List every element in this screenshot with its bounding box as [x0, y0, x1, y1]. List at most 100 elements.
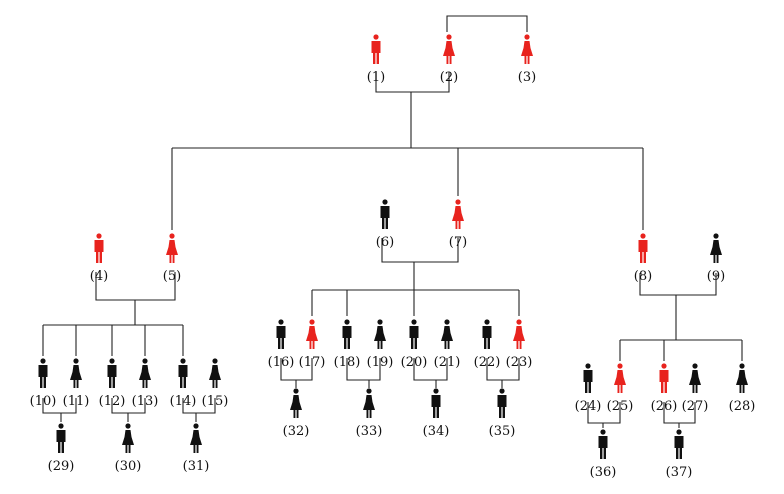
individual-17: (17) — [299, 319, 325, 370]
individual-25: (25) — [607, 363, 633, 414]
individual-30: (30) — [115, 423, 142, 474]
individual-12: (12) — [99, 358, 125, 409]
individual-37: (37) — [666, 429, 693, 480]
male-icon — [497, 388, 507, 418]
male-icon — [371, 34, 381, 64]
male-icon — [598, 429, 608, 459]
individual-8: (8) — [634, 233, 652, 284]
individual-label: (9) — [707, 269, 725, 284]
individual-label: (20) — [401, 355, 428, 370]
individual-2: (2) — [440, 34, 458, 85]
individual-label: (4) — [90, 269, 108, 284]
individual-label: (1) — [367, 70, 385, 85]
individual-label: (16) — [268, 355, 295, 370]
individual-28: (28) — [729, 363, 756, 414]
male-icon — [583, 363, 593, 393]
individual-label: (35) — [489, 424, 516, 439]
individual-15: (15) — [202, 358, 229, 409]
individual-label: (33) — [356, 424, 383, 439]
individual-label: (15) — [202, 394, 229, 409]
individual-label: (32) — [283, 424, 310, 439]
male-icon — [431, 388, 441, 418]
individual-label: (2) — [440, 70, 458, 85]
individual-21: (21) — [434, 319, 461, 370]
individual-18: (18) — [334, 319, 361, 370]
male-icon — [659, 363, 669, 393]
female-icon — [443, 34, 455, 64]
male-icon — [482, 319, 492, 349]
individual-6: (6) — [376, 199, 394, 250]
individual-label: (26) — [651, 399, 678, 414]
individual-label: (36) — [590, 465, 617, 480]
female-icon — [70, 358, 82, 388]
individual-11: (11) — [63, 358, 90, 409]
female-icon — [689, 363, 701, 393]
individual-14: (14) — [170, 358, 197, 409]
individual-label: (31) — [183, 459, 210, 474]
individual-35: (35) — [489, 388, 516, 439]
individual-3: (3) — [518, 34, 536, 85]
female-icon — [363, 388, 375, 418]
female-icon — [122, 423, 134, 453]
female-icon — [441, 319, 453, 349]
individual-label: (29) — [48, 459, 75, 474]
individual-label: (14) — [170, 394, 197, 409]
relationship-line — [413, 358, 448, 381]
relationship-line — [182, 398, 216, 414]
female-icon — [736, 363, 748, 393]
female-icon — [209, 358, 221, 388]
female-icon — [166, 233, 178, 263]
female-icon — [139, 358, 151, 388]
relationship-line — [346, 358, 381, 381]
individual-31: (31) — [183, 423, 210, 474]
individual-label: (24) — [575, 399, 602, 414]
female-icon — [306, 319, 318, 349]
individual-36: (36) — [590, 429, 617, 480]
male-icon — [342, 319, 352, 349]
male-icon — [276, 319, 286, 349]
individual-1: (1) — [367, 34, 385, 85]
male-icon — [38, 358, 48, 388]
individual-26: (26) — [651, 363, 678, 414]
individual-22: (22) — [474, 319, 501, 370]
female-icon — [513, 319, 525, 349]
individual-label: (6) — [376, 235, 394, 250]
individual-34: (34) — [423, 388, 449, 439]
individual-23: (23) — [506, 319, 533, 370]
individual-5: (5) — [163, 233, 181, 284]
female-icon — [190, 423, 202, 453]
relationship-line — [381, 238, 459, 263]
pedigree-individuals: (1)(2)(3)(4)(5)(6)(7)(8)(9)(10)(11)(12)(… — [30, 34, 756, 480]
female-icon — [374, 319, 386, 349]
relationship-line — [486, 358, 520, 381]
individual-24: (24) — [575, 363, 602, 414]
individual-label: (37) — [666, 465, 693, 480]
male-icon — [94, 233, 104, 263]
relationship-line — [639, 273, 717, 296]
individual-16: (16) — [268, 319, 295, 370]
individual-19: (19) — [367, 319, 394, 370]
relationship-line — [587, 402, 621, 424]
individual-7: (7) — [449, 199, 467, 250]
individual-label: (30) — [115, 459, 142, 474]
individual-label: (11) — [63, 394, 90, 409]
individual-label: (3) — [518, 70, 536, 85]
individual-label: (28) — [729, 399, 756, 414]
individual-label: (23) — [506, 355, 533, 370]
individual-20: (20) — [401, 319, 428, 370]
relationship-line — [446, 15, 528, 32]
male-icon — [178, 358, 188, 388]
individual-label: (21) — [434, 355, 461, 370]
individual-33: (33) — [356, 388, 383, 439]
individual-label: (18) — [334, 355, 361, 370]
individual-29: (29) — [48, 423, 75, 474]
female-icon — [452, 199, 464, 229]
individual-4: (4) — [90, 233, 108, 284]
individual-label: (13) — [132, 394, 159, 409]
individual-27: (27) — [682, 363, 708, 414]
male-icon — [107, 358, 117, 388]
female-icon — [614, 363, 626, 393]
individual-label: (19) — [367, 355, 394, 370]
individual-label: (22) — [474, 355, 501, 370]
relationship-line — [375, 72, 450, 93]
